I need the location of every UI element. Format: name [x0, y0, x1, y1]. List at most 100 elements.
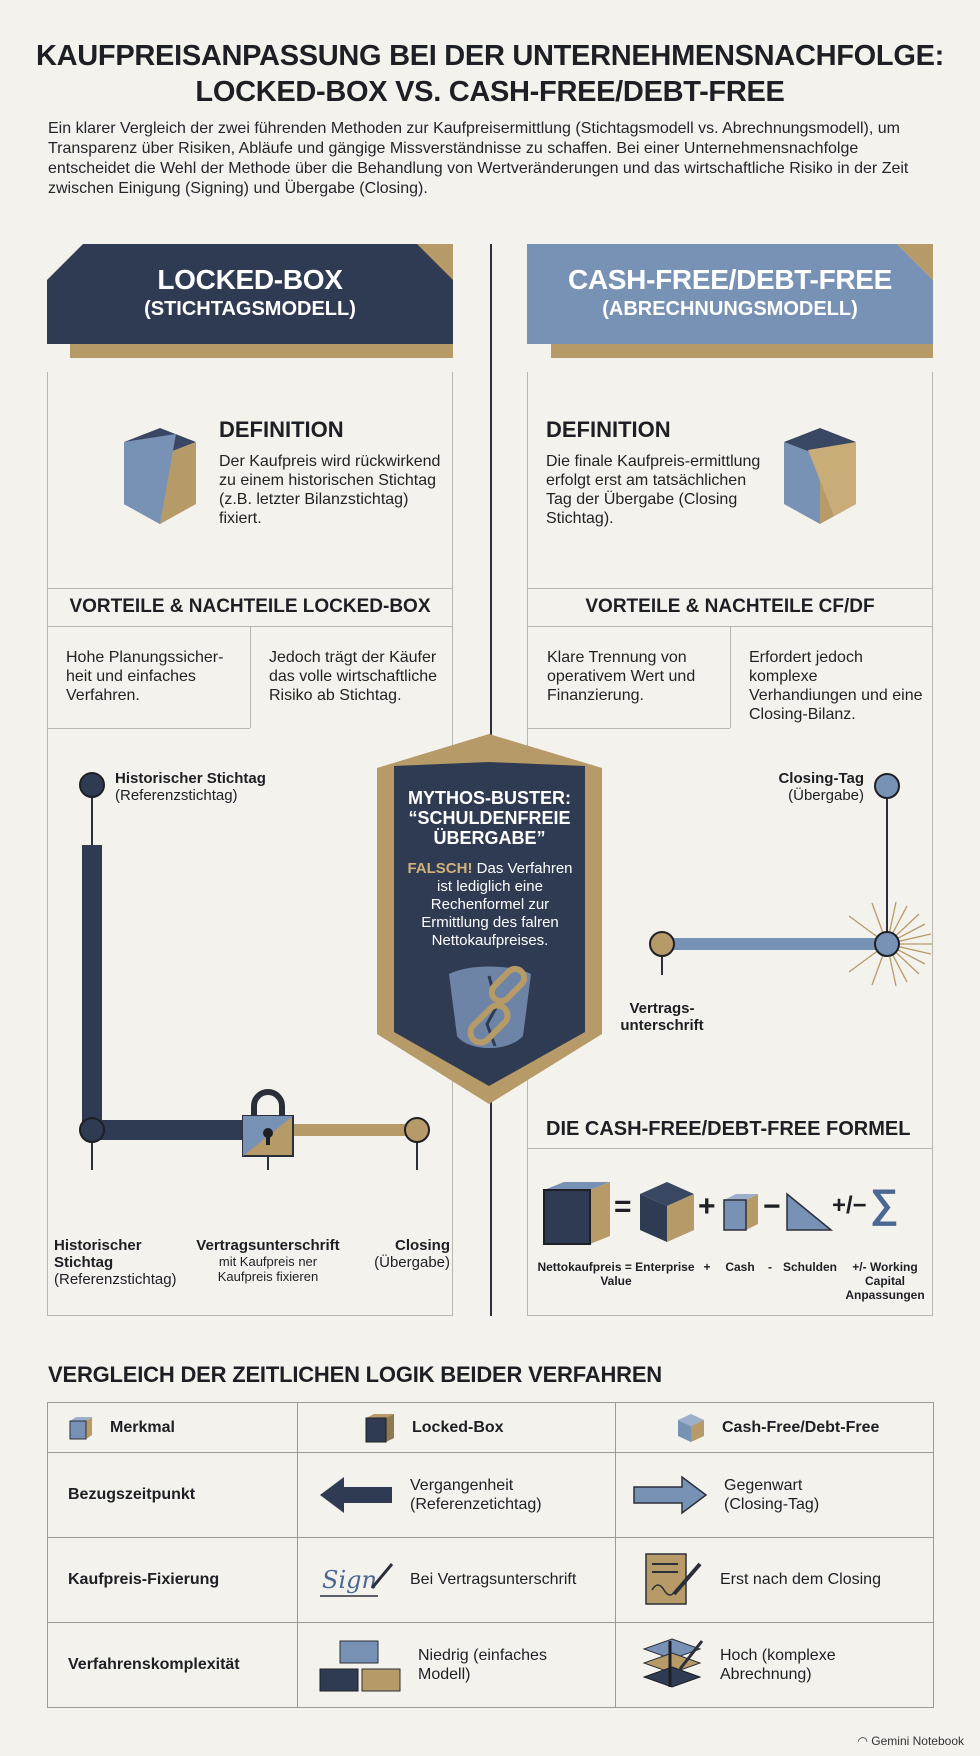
timeline-label-bold: Historischer Stichtag [115, 770, 266, 787]
signature-icon: Sign [320, 1563, 394, 1597]
cell-text: Niedrig (einfaches Modell) [418, 1647, 547, 1683]
comparison-table: Merkmal Locked-Box Cash-Free/Debt-Free [47, 1402, 934, 1708]
cfdf-subtitle: (ABRECHNUNGSMODELL) [602, 298, 858, 320]
timeline-label-sub: (Referenzstichtag) [54, 1271, 177, 1288]
timeline-label-sub: (Übergabe) [374, 1254, 450, 1271]
complex-stack-icon [642, 1638, 704, 1688]
cell-text: Hoch (komplexe Abrechnung) [720, 1647, 836, 1683]
sigma-icon: ∑ [870, 1182, 899, 1226]
pro-text: Klare Trennung von operativem Wert und F… [547, 649, 696, 704]
table-header-cell: Cash-Free/Debt-Free [615, 1402, 934, 1453]
timeline-label-bold: Historischer Stichtag [54, 1237, 142, 1271]
divider [730, 626, 731, 728]
header-cfdf: Cash-Free/Debt-Free [722, 1418, 880, 1436]
timeline-label-bold: Closing [395, 1237, 450, 1254]
formula-label-plus: + [703, 1260, 711, 1274]
formula-label-minus: - [768, 1260, 772, 1274]
timeline-label-signing: Vertragsunterschrift mit Kaufpreis ner K… [188, 1237, 348, 1285]
table-header-cell: Merkmal [47, 1402, 298, 1453]
cube-icon [69, 1416, 92, 1439]
timeline-label-bold: Closing-Tag [778, 770, 864, 787]
broken-chain-icon [449, 965, 531, 1048]
title-line-1: KAUFPREISANPASSUNG BEI DER UNTERNEHMENSN… [36, 40, 944, 72]
enterprise-value-cube-icon [543, 1182, 610, 1245]
cfdf-header: CASH-FREE/DEBT-FREE (ABRECHNUNGSMODELL) [527, 244, 933, 344]
table-cell: Gegenwart (Closing-Tag) [615, 1452, 934, 1538]
table-row: Bezugszeitpunkt Vergangenheit (Referenze… [47, 1452, 934, 1538]
header-underbar [551, 344, 933, 358]
myth-text: Das Verfahren ist lediglich eine Rechenf… [421, 860, 573, 949]
con-text: Erfordert jedoch komplexe Verhandiungen … [749, 649, 923, 723]
table-cell: Vergangenheit (Referenzetichtag) [297, 1452, 616, 1538]
timeline-label-closing-day: Closing-Tag (Übergabe) [740, 770, 864, 804]
cfdf-title: CASH-FREE/DEBT-FREE [567, 264, 893, 295]
table-cell: Hoch (komplexe Abrechnung) [615, 1622, 934, 1708]
comparison-table-title: VERGLEICH DER ZEITLICHEN LOGIK BEIDER VE… [48, 1362, 662, 1387]
timeline-label-signing: Vertrags-unterschrift [620, 1000, 704, 1034]
pros-cons-heading: VORTEILE & NACHTEILE CF/DF [585, 596, 875, 617]
cube-icon [365, 1413, 394, 1442]
page-title: KAUFPREISANPASSUNG BEI DER UNTERNEHMENSN… [0, 38, 980, 110]
divider [527, 588, 933, 589]
myth-buster-badge [377, 734, 602, 1104]
locked-box-title: LOCKED-BOX [157, 264, 343, 295]
table-cell: Sign Bei Vertragsunterschrift [297, 1537, 616, 1623]
divider [527, 1148, 933, 1149]
header-merkmal: Merkmal [110, 1418, 175, 1436]
con-text: Jedoch trägt der Käufer das volle wirtsc… [269, 649, 438, 704]
equals-sign: = [614, 1190, 632, 1223]
formula-label-debt: Schulden [782, 1260, 837, 1274]
pro-text: Hohe Planungssicher-heit und einfaches V… [66, 649, 224, 704]
divider [527, 728, 730, 729]
signature-text: Sign [322, 1566, 377, 1594]
definition-text: Die finale Kaufpreis-ermittlung erfolgt … [546, 453, 761, 527]
arrow-right-icon [633, 1475, 708, 1515]
table-cell: Erst nach dem Closing [615, 1537, 934, 1623]
timeline-label-sub: mit Kaufpreis ner Kaufpreis fixieren [217, 1254, 319, 1284]
row-label: Verfahrenskomplexität [47, 1622, 298, 1708]
formula-label-nettokaufpreis: Nettokaufpreis = Enterprise Value [537, 1260, 695, 1288]
arrow-left-icon [320, 1477, 392, 1513]
debt-triangle-icon [786, 1192, 833, 1231]
footer-text: Gemini Notebook [871, 1734, 964, 1748]
timeline-label-sub: (Übergabe) [788, 787, 864, 804]
table-row: Verfahrenskomplexität Niedrig (einfaches… [47, 1622, 934, 1708]
footer-brand: ◠ Gemini Notebook [857, 1734, 964, 1748]
cash-cube-icon [723, 1194, 758, 1231]
divider [47, 588, 453, 589]
definition-heading: DEFINITION [219, 417, 344, 442]
cell-text: Erst nach dem Closing [720, 1571, 881, 1588]
padlock-icon [242, 1089, 294, 1157]
cfdf-timeline [649, 773, 932, 987]
intro-text: Ein klarer Vergleich der zwei führenden … [48, 120, 909, 197]
timeline-label-reference: Historischer Stichtag (Referenzstichtag) [54, 1237, 184, 1288]
formula-heading: DIE CASH-FREE/DEBT-FREE FORMEL [546, 1118, 911, 1140]
formula-label-working-capital: +/- Working Capital Anpassungen [845, 1260, 925, 1302]
plus-sign: + [698, 1190, 716, 1223]
row-label: Kaufpreis-Fixierung [47, 1537, 298, 1623]
table-header-row: Merkmal Locked-Box Cash-Free/Debt-Free [47, 1402, 934, 1453]
table-header-cell: Locked-Box [297, 1402, 616, 1453]
table-row: Kaufpreis-Fixierung Sign Bei Vertragsunt… [47, 1537, 934, 1623]
definition-heading: DEFINITION [546, 417, 671, 442]
myth-title: MYTHOS-BUSTER: “SCHULDENFREIE ÜBERGABE” [408, 788, 571, 848]
minus-sign: − [763, 1190, 781, 1223]
header-underbar [70, 344, 453, 358]
definition-text: Der Kaufpreis wird rückwirkend zu einem … [219, 453, 441, 527]
timeline-label-closing: Closing (Übergabe) [370, 1237, 450, 1271]
locked-box-header: LOCKED-BOX (STICHTAGSMODELL) [47, 244, 453, 344]
myth-body: FALSCH! Das Verfahren ist lediglich eine… [400, 860, 580, 950]
document-pen-icon [645, 1553, 702, 1605]
cell-text: Vergangenheit (Referenzetichtag) [410, 1477, 542, 1513]
cell-text: Gegenwart (Closing-Tag) [724, 1477, 820, 1513]
timeline-label-historic: Historischer Stichtag (Referenzstichtag) [115, 770, 266, 804]
cell-text: Bei Vertragsunterschrift [410, 1571, 577, 1588]
cube-icon [784, 428, 856, 524]
header-locked-box: Locked-Box [412, 1418, 504, 1436]
table-cell: Niedrig (einfaches Modell) [297, 1622, 616, 1708]
pros-cons-heading: VORTEILE & NACHTEILE LOCKED-BOX [69, 596, 431, 617]
formula-label-cash: Cash [725, 1260, 755, 1274]
cube-icon [124, 428, 196, 524]
notebook-icon: ◠ [857, 1734, 868, 1748]
cube-icon [678, 1413, 704, 1442]
